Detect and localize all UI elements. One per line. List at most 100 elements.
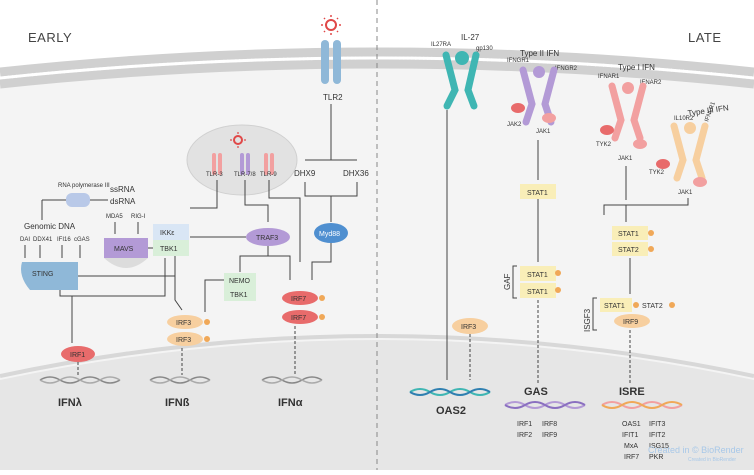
oas2-label: OAS2: [436, 405, 466, 417]
irf3-late-node: [452, 318, 488, 334]
il10r2-label: IL10R2: [674, 116, 694, 122]
mitochondrion: [104, 258, 148, 268]
type1-receptor: [600, 82, 647, 149]
il27ra-label: IL27RA: [431, 42, 451, 48]
gaf-label: GAF: [503, 273, 512, 290]
tbk1-label: TBK1: [160, 246, 178, 253]
phospho-icon: [319, 314, 325, 320]
dna-helix-icon-isre: [601, 401, 683, 409]
dna-helix-icon-gas: [504, 401, 586, 409]
tlr78-to-traf3: [244, 180, 269, 222]
stat1-label: STAT1: [527, 190, 548, 197]
type2-label: Type II IFN: [520, 49, 559, 58]
gas-label: GAS: [524, 386, 548, 398]
ifnar2-label: IFNAR2: [640, 80, 662, 86]
type3-receptor: [656, 122, 709, 187]
dna-helix-icon: [261, 376, 323, 384]
jak1-label-type1: JAK1: [618, 156, 633, 162]
tbk1-b-box: [224, 287, 256, 301]
traf3-label: TRAF3: [256, 235, 278, 242]
phospho-icon: [204, 319, 210, 325]
ifn-beta-label: IFNß: [165, 397, 190, 409]
gas-gene-irf9: IRF9: [542, 432, 557, 439]
tbk1-box: [153, 240, 189, 256]
ifngr2-label: IFNGR2: [555, 66, 578, 72]
dna-sensor-ifi16: IFI16: [57, 237, 71, 243]
irf3-label-2: IRF3: [176, 337, 191, 344]
isgf3-stat1-label: STAT1: [604, 303, 625, 310]
irf9-label: IRF9: [623, 319, 638, 326]
gaf-bracket: [512, 265, 517, 299]
jak2-label: JAK2: [507, 122, 522, 128]
tlr9-to-irf7: [268, 180, 301, 262]
traf3-node: [246, 228, 290, 246]
ssrna-label: ssRNA: [110, 185, 136, 194]
isgf3-label: ISGF3: [583, 308, 592, 332]
sting-to-tbk-2: [59, 258, 166, 297]
dhx36-label: DHX36: [343, 169, 369, 178]
sting-shape: [21, 262, 78, 290]
gp130-label: gp130: [476, 46, 493, 52]
gaf-stat1-label-1: STAT1: [527, 272, 548, 279]
tlr3-label: TLR-3: [206, 172, 223, 178]
tbk1-b-label: TBK1: [230, 292, 248, 299]
virus-icon-top: [321, 15, 341, 35]
isre-label: ISRE: [619, 386, 645, 398]
irf1-label: IRF1: [70, 352, 85, 359]
isgf3-bracket: [592, 297, 597, 331]
gaf-stat1-label-2: STAT1: [527, 289, 548, 296]
tlr2-label: TLR2: [323, 93, 343, 102]
ifngr1-label: IFNGR1: [507, 58, 530, 64]
irf7-label-1: IRF7: [291, 296, 306, 303]
gas-gene-irf1: IRF1: [517, 421, 532, 428]
dsrna-label: dsRNA: [110, 197, 136, 206]
isre-gene-irf7: IRF7: [624, 454, 639, 461]
rna-pol-shape: [66, 193, 90, 207]
tlr9-label: TLR-9: [260, 172, 277, 178]
tlr2-receptor: [321, 40, 341, 84]
phospho-icon: [648, 246, 654, 252]
irf7-node-2: [282, 310, 318, 324]
myd88-node: [314, 223, 348, 243]
dna-sensor-ddx41: DDX41: [33, 237, 53, 243]
watermark: Created in © BioRender: [648, 445, 744, 455]
dna-helix-icon: [39, 376, 121, 384]
rigi-label: RIG-I: [131, 214, 146, 220]
phospho-icon: [204, 336, 210, 342]
tlr3-receptor: [212, 153, 222, 175]
type2-receptor: [511, 66, 558, 126]
irf3-late-label: IRF3: [461, 324, 476, 331]
isre-gene-oas1: OAS1: [622, 421, 641, 428]
myd88-label: Myd88: [319, 231, 340, 238]
header-early: EARLY: [28, 30, 72, 45]
isre-gene-isg15: ISG15: [649, 443, 669, 450]
isre-gene-pkr: PKR: [649, 454, 663, 461]
gaf-stat1-box-1: [520, 266, 556, 281]
stat2-box: [612, 242, 648, 256]
phospho-icon: [633, 302, 639, 308]
membrane-core: [0, 56, 754, 80]
dna-helix-icon: [149, 376, 211, 384]
phospho-icon: [555, 270, 561, 276]
mda5-label: MDA5: [106, 214, 123, 220]
myd88-to-irf7: [311, 243, 332, 280]
stat1-box: [520, 184, 556, 199]
tyk2-label-type3: TYK2: [649, 170, 665, 176]
type1-label: Type I IFN: [618, 63, 655, 72]
irf3-label-1: IRF3: [176, 320, 191, 327]
nemo-label: NEMO: [229, 278, 251, 285]
nemo-to-irf3: [204, 279, 224, 312]
tlr3-to-tbk: [190, 180, 218, 209]
jak1-label-type3: JAK1: [678, 190, 693, 196]
irf7-node-1: [282, 291, 318, 305]
gas-gene-irf8: IRF8: [542, 421, 557, 428]
phospho-icon: [319, 295, 325, 301]
tlr9-receptor: [264, 153, 274, 175]
dhx9-label: DHX9: [294, 169, 316, 178]
genomic-dna-label: Genomic DNA: [24, 222, 76, 231]
mavs-box: [104, 238, 148, 258]
stat1-2-label: STAT1: [618, 231, 639, 238]
isre-gene-ifit2: IFIT2: [649, 432, 665, 439]
